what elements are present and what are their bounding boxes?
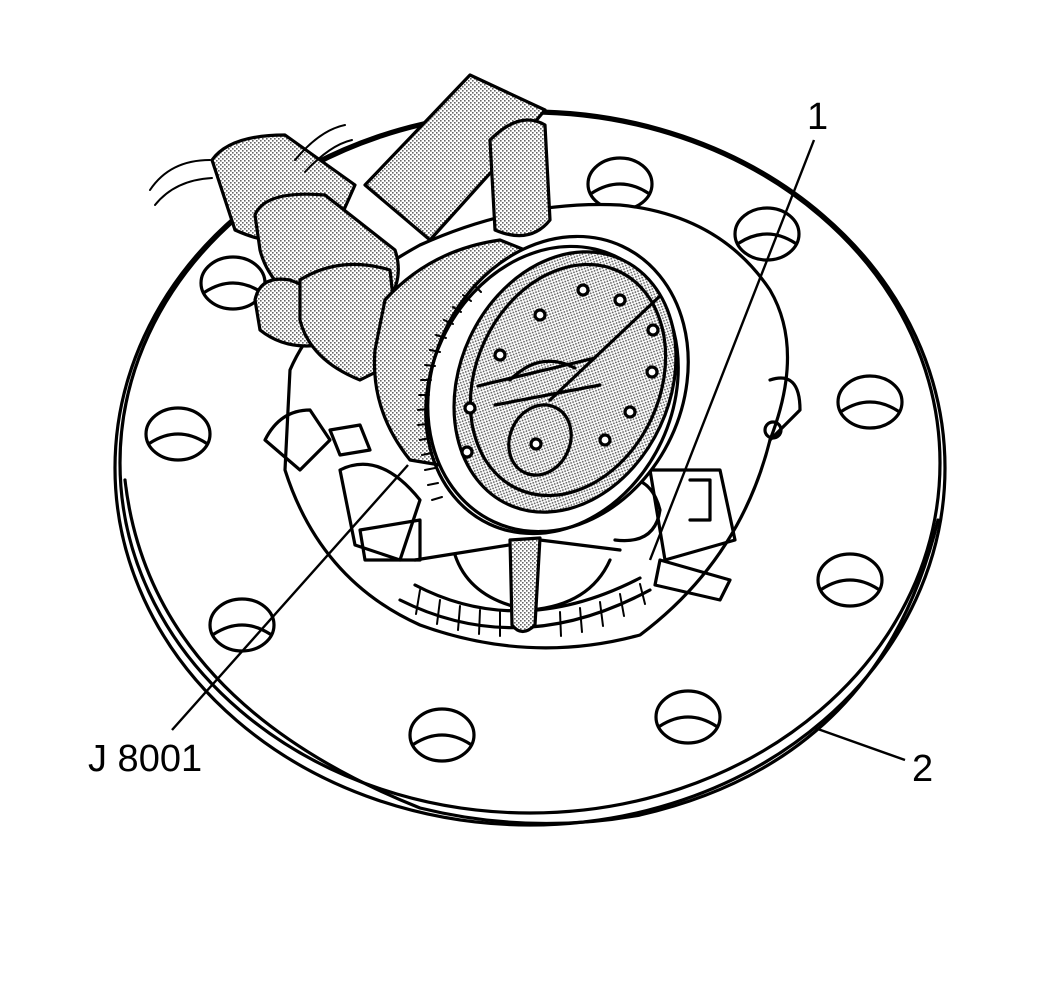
bezel-knurling [417, 284, 482, 501]
bolt-hole [816, 552, 884, 608]
leader-line-tool [171, 464, 409, 731]
bolt-hole [586, 156, 654, 212]
bolt-hole [836, 374, 904, 430]
leader-lines [171, 139, 906, 762]
callout-label-2: 2 [912, 748, 934, 790]
callout-label-tool: J 8001 [88, 738, 203, 780]
leader-line-1 [648, 139, 816, 561]
bolt-hole [654, 689, 722, 745]
bolt-hole [733, 206, 801, 262]
dial-markings [460, 283, 662, 477]
bolt-hole [144, 406, 212, 462]
bolt-hole [408, 707, 476, 763]
leader-line-2 [814, 726, 906, 762]
dial-indicator [372, 234, 690, 634]
callout-label-1: 1 [807, 96, 829, 138]
indicator-mount-arm [149, 73, 552, 382]
